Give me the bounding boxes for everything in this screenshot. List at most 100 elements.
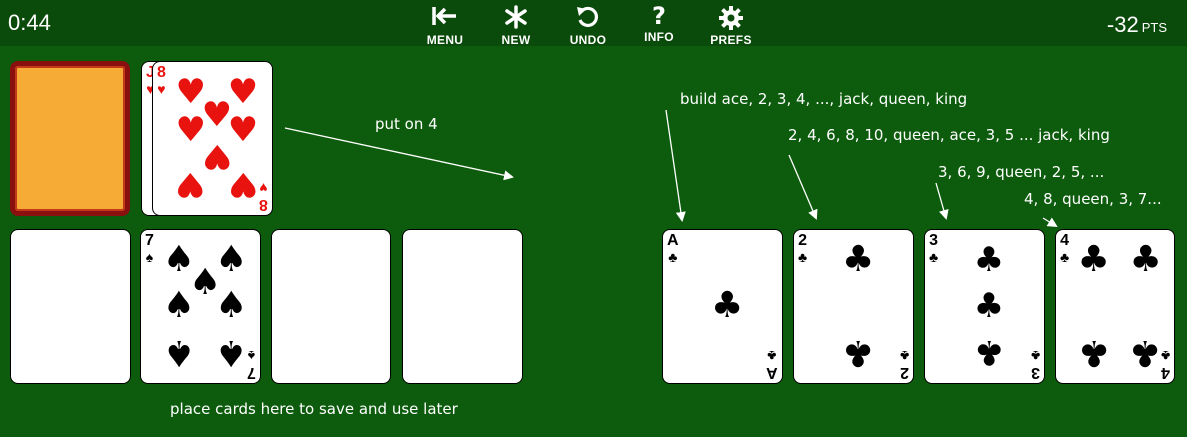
suit-pip: ♠ bbox=[215, 238, 248, 280]
card-rank: 2 bbox=[899, 364, 909, 381]
suit-pip: ♥ bbox=[175, 71, 206, 112]
foundation-3-hint: 3, 6, 9, queen, 2, 5, ... bbox=[938, 163, 1105, 181]
waste-top-card[interactable]: 8 ♥ 8 ♥ ♥♥♥♥♥♥♥♥ bbox=[152, 61, 273, 216]
card-rank: 3 bbox=[1030, 364, 1040, 381]
suit-pip: ♣ bbox=[973, 239, 1005, 280]
card-suit: ♣ bbox=[668, 249, 678, 265]
card-corner: 3 ♣ bbox=[929, 232, 939, 265]
arrow-to-foundation-4 bbox=[1042, 217, 1058, 228]
back-arrow-icon bbox=[413, 5, 477, 33]
prefs-label: PREFS bbox=[710, 33, 752, 47]
card-suit: ♣ bbox=[899, 348, 909, 364]
arrow-to-foundation-1 bbox=[665, 109, 686, 222]
foundation-1[interactable]: A ♣ A ♣ ♣ bbox=[662, 229, 783, 384]
card-corner: 8 ♥ bbox=[259, 180, 268, 213]
reserve-slot-3[interactable] bbox=[271, 229, 391, 384]
card-corner: 8 ♥ bbox=[157, 64, 166, 97]
reserve-slot-4[interactable] bbox=[402, 229, 523, 384]
card-rank: 7 bbox=[247, 364, 256, 381]
suit-pip: ♠ bbox=[215, 331, 248, 373]
asterisk-icon bbox=[484, 5, 548, 33]
suit-pip: ♠ bbox=[188, 261, 222, 303]
card-rank: A bbox=[766, 364, 778, 381]
arrow-to-foundation-2 bbox=[788, 154, 818, 220]
card-rank: 4 bbox=[1160, 364, 1170, 381]
card-corner: 7 ♠ bbox=[145, 232, 154, 265]
menu-button[interactable]: MENU bbox=[413, 2, 477, 47]
card-suit: ♣ bbox=[767, 348, 777, 364]
suit-pip: ♣ bbox=[841, 238, 875, 280]
card-corner: 2 ♣ bbox=[798, 233, 808, 265]
put-on-hint: put on 4 bbox=[375, 115, 438, 133]
suit-pip: ♥ bbox=[227, 71, 259, 112]
score-value: -32 bbox=[1106, 12, 1139, 37]
foundation-2[interactable]: 2 ♣ 2 ♣ ♣ ♣ bbox=[793, 229, 914, 384]
undo-label: UNDO bbox=[569, 33, 607, 47]
foundation-3[interactable]: 3 ♣ 3 ♣ ♣ ♣ ♣ bbox=[924, 229, 1045, 384]
suit-pip: ♥ bbox=[175, 163, 206, 204]
reserve-hint: place cards here to save and use later bbox=[170, 400, 458, 418]
foundation-2-hint: 2, 4, 6, 8, 10, queen, ace, 3, 5 ... jac… bbox=[788, 126, 1110, 144]
new-label: NEW bbox=[501, 33, 531, 47]
new-game-button[interactable]: NEW bbox=[484, 2, 548, 47]
foundation-1-hint: build ace, 2, 3, 4, ..., jack, queen, ki… bbox=[680, 90, 968, 108]
undo-icon bbox=[556, 5, 620, 33]
card-rank: A bbox=[667, 232, 679, 249]
suit-pip: ♣ bbox=[973, 285, 1005, 326]
suit-pip: ♠ bbox=[162, 284, 196, 326]
suit-pip: ♣ bbox=[710, 284, 744, 326]
card-suit: ♠ bbox=[247, 348, 256, 364]
suit-pip: ♠ bbox=[162, 331, 196, 373]
reserve-slot-1[interactable] bbox=[10, 229, 131, 384]
gear-icon bbox=[699, 5, 763, 33]
suit-pip: ♥ bbox=[227, 110, 259, 151]
suit-pip: ♠ bbox=[215, 284, 248, 326]
reserve-card-7-spades[interactable]: 7 ♠ 7 ♠ ♠♠♠♠♠♠♠ bbox=[140, 229, 261, 384]
card-suit: ♣ bbox=[929, 249, 939, 265]
menu-label: MENU bbox=[426, 33, 464, 47]
suit-pip: ♣ bbox=[973, 331, 1005, 372]
card-suit: ♣ bbox=[1160, 348, 1170, 364]
card-rank: 8 bbox=[157, 64, 166, 81]
card-rank: 8 bbox=[259, 196, 268, 213]
foundation-4-hint: 4, 8, queen, 3, 7... bbox=[1024, 190, 1162, 208]
card-suit: ♣ bbox=[798, 249, 808, 265]
prefs-button[interactable]: PREFS bbox=[699, 2, 763, 47]
suit-pip: ♣ bbox=[1077, 331, 1110, 373]
card-suit: ♣ bbox=[1030, 348, 1040, 364]
card-corner: 4 ♣ bbox=[1060, 232, 1070, 265]
suit-pip: ♣ bbox=[1077, 238, 1110, 280]
card-suit: ♥ bbox=[157, 81, 166, 97]
arrow-to-reserve bbox=[284, 127, 514, 181]
card-corner: 7 ♠ bbox=[247, 348, 256, 381]
question-icon: ? bbox=[652, 2, 666, 30]
suit-pip: ♥ bbox=[175, 110, 206, 151]
card-suit: ♣ bbox=[1060, 249, 1070, 265]
card-rank: J bbox=[146, 64, 155, 81]
game-timer: 0:44 bbox=[8, 10, 51, 35]
suit-pip: ♣ bbox=[1129, 331, 1162, 373]
stock-pile[interactable] bbox=[10, 61, 130, 216]
undo-button[interactable]: UNDO bbox=[556, 2, 620, 47]
suit-pip: ♥ bbox=[227, 163, 259, 204]
card-suit: ♥ bbox=[259, 180, 268, 196]
card-rank: 4 bbox=[1060, 232, 1070, 249]
suit-pip: ♥ bbox=[201, 94, 233, 135]
card-corner: A ♣ bbox=[766, 348, 778, 381]
suit-pip: ♠ bbox=[162, 238, 196, 280]
info-button[interactable]: ? INFO bbox=[627, 2, 691, 44]
score-unit: PTS bbox=[1141, 20, 1167, 35]
card-rank: 7 bbox=[145, 232, 154, 249]
card-corner: J ♥ bbox=[146, 64, 155, 97]
suit-pip: ♣ bbox=[1129, 238, 1162, 280]
card-corner: A ♣ bbox=[667, 232, 679, 265]
arrow-to-foundation-3 bbox=[935, 182, 949, 220]
card-corner: 2 ♣ bbox=[899, 348, 909, 381]
card-rank: 3 bbox=[929, 232, 939, 249]
card-suit: ♥ bbox=[146, 81, 155, 97]
card-corner: 4 ♣ bbox=[1160, 348, 1170, 381]
foundation-4[interactable]: 4 ♣ 4 ♣ ♣♣♣♣ bbox=[1055, 229, 1175, 384]
card-corner: 3 ♣ bbox=[1030, 348, 1040, 381]
